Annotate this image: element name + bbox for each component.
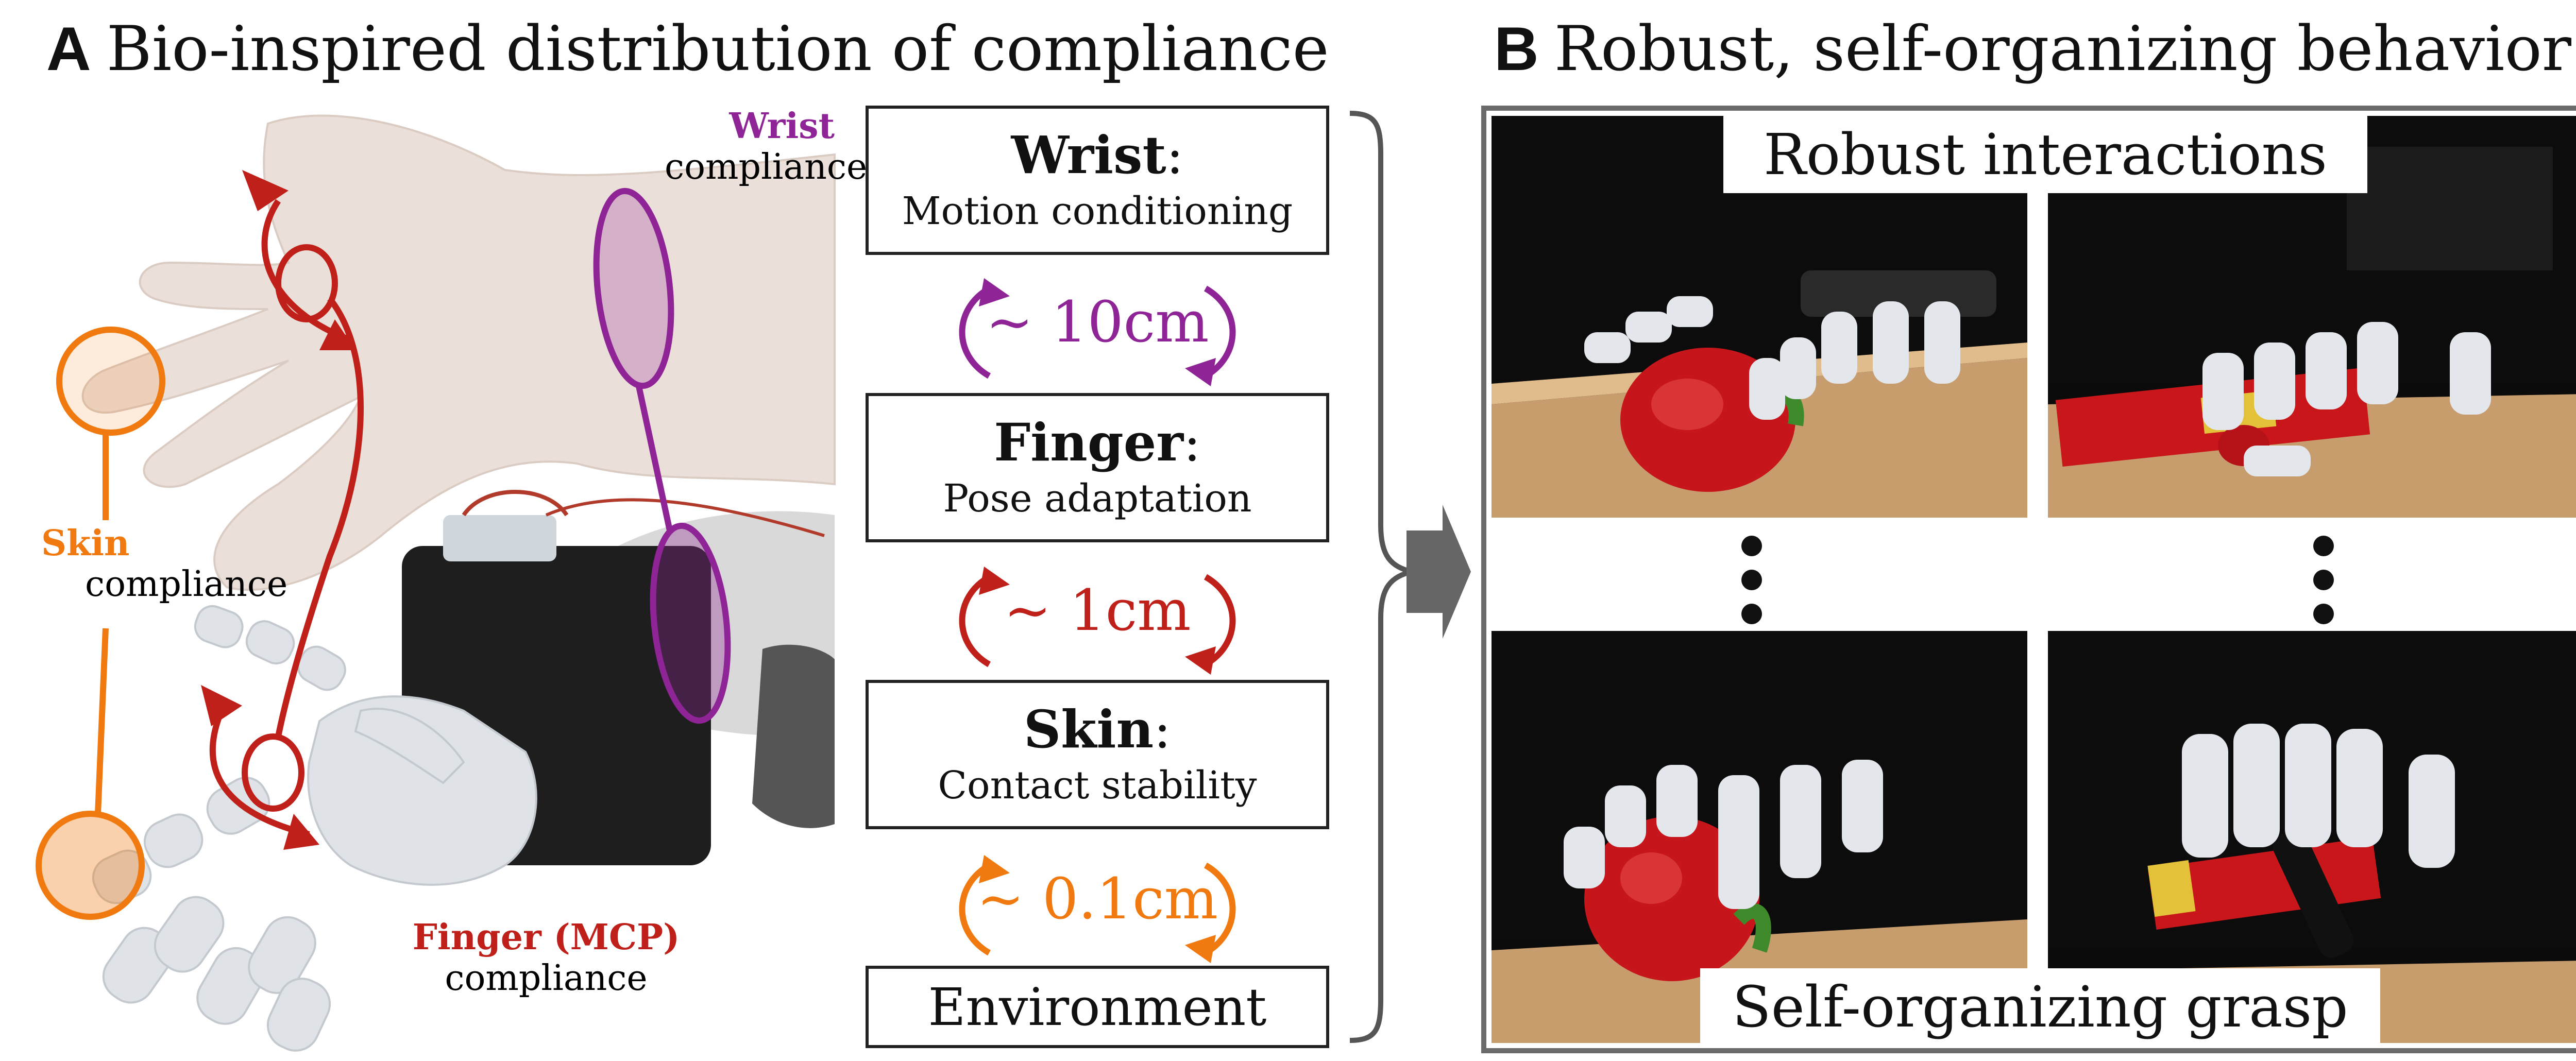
finger-compliance-marker [209,199,364,837]
cycle-arrows [959,278,1236,963]
human-hand-image [81,114,836,591]
skin-compliance-marker [36,327,165,920]
panel-b-title-text: Robust, self-organizing behavior [1554,13,2572,85]
skin-label-rest: compliance [85,564,288,605]
panel-a-title-text: Bio-inspired distribution of compliance [106,13,1329,85]
right-brace [1349,111,1413,1043]
finger-level-sub: Pose adaptation [943,476,1252,521]
skin-level-box: Skin: Contact stability [866,680,1329,829]
panel-a-letter: A [46,14,91,83]
wrist-label-rest: compliance [665,147,868,187]
robot-hand-image [92,605,537,1052]
scale-wrist: ~ 10cm [866,288,1329,355]
skin-arrowhead-down [1185,935,1216,963]
skin-level-title: Skin [1024,699,1154,760]
finger-arrowheads [201,170,355,850]
wrist-level-box: Wrist: Motion conditioning [866,106,1329,255]
wrist-label: Wrist compliance [665,106,868,188]
finger-arrowhead-up [979,567,1010,595]
scale-skin: ~ 0.1cm [866,865,1329,932]
finger-label-rest: compliance [445,958,648,999]
skin-level-colon: : [1154,699,1171,760]
wrist-cycle-arrows [959,285,1236,379]
finger-label: Finger (MCP) compliance [392,917,701,999]
wrist-level-title: Wrist [1011,125,1166,185]
skin-label: Skin compliance [41,523,287,605]
caption-self-organizing-grasp: Self-organizing grasp [1700,968,2380,1046]
hand-illustration [36,114,836,1052]
skin-arrowhead-up [979,855,1010,883]
wrist-label-key: Wrist [729,106,835,147]
skin-cycle-arrows [959,862,1236,956]
wrist-level-sub: Motion conditioning [902,189,1293,233]
skin-label-key: Skin [41,523,130,564]
scale-wrist-text: ~ 10cm [986,289,1209,355]
brace-and-arrow [1349,111,1471,1043]
finger-level-colon: : [1183,413,1201,473]
big-right-arrow [1406,505,1471,639]
panel-b-letter: B [1494,14,1539,83]
environment-text: Environment [928,977,1267,1037]
environment-box: Environment [866,966,1329,1048]
wrist-arrowhead-up [979,278,1010,306]
caption-robust-interactions: Robust interactions [1723,116,2367,193]
scale-skin-text: ~ 0.1cm [977,866,1218,932]
ellipsis-dots-right [2313,536,2334,638]
finger-level-box: Finger: Pose adaptation [866,393,1329,542]
skin-level-sub: Contact stability [938,763,1257,808]
finger-label-key: Finger (MCP) [412,917,680,958]
wrist-arrowhead-down [1185,358,1216,386]
scale-finger-text: ~ 1cm [1004,577,1191,643]
wrist-level-colon: : [1166,125,1184,185]
finger-arrowhead-down [1185,646,1216,675]
ellipsis-dots-left [1741,536,1762,638]
finger-level-title: Finger [994,412,1184,473]
finger-cycle-arrows [959,574,1236,668]
scale-finger: ~ 1cm [866,577,1329,644]
wrist-compliance-marker [593,187,731,724]
